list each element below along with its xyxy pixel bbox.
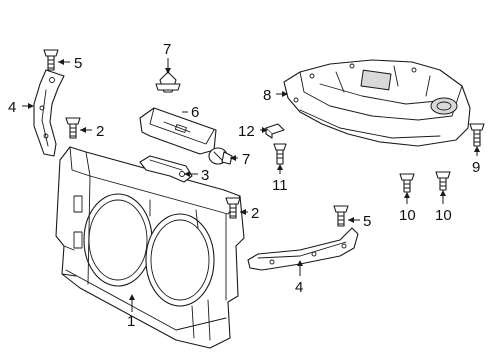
bolt-2-middle (225, 197, 241, 219)
callout-10-left: 10 (399, 207, 416, 224)
callout-2-middle: 2 (251, 205, 259, 222)
callout-labels: 5 4 2 7 6 3 7 2 1 8 12 11 9 10 10 5 4 (8, 41, 480, 330)
clip-7-upper (155, 71, 181, 93)
callout-4-lower: 4 (295, 279, 303, 296)
callout-5-upper: 5 (74, 55, 82, 72)
bolt-10-right (435, 171, 451, 191)
leader-lines (22, 58, 480, 312)
callout-2-left: 2 (96, 123, 104, 140)
bolt-5-lower (333, 205, 349, 227)
callout-3: 3 (201, 167, 209, 184)
callout-1: 1 (127, 313, 135, 330)
bolt-9 (469, 123, 485, 147)
callout-10-right: 10 (435, 207, 452, 224)
callout-4-left: 4 (8, 99, 16, 116)
callout-5-lower: 5 (363, 213, 371, 230)
bolt-10-left (399, 173, 415, 193)
lower-bracket-4 (247, 227, 359, 271)
radiator-core-support (55, 146, 245, 349)
callout-9: 9 (472, 159, 480, 176)
splash-shield-8 (283, 59, 471, 147)
callout-6: 6 (191, 104, 199, 121)
callout-8: 8 (263, 87, 271, 104)
callout-11: 11 (272, 177, 288, 194)
bolt-2-left (65, 117, 81, 139)
side-bracket-left (33, 69, 65, 157)
callout-12: 12 (238, 123, 255, 140)
plate-bracket-6 (139, 107, 217, 155)
bolt-5-upper (43, 49, 59, 71)
callout-7-lower: 7 (242, 151, 250, 168)
clip-7-lower (208, 147, 233, 165)
callout-7-upper: 7 (163, 41, 171, 58)
bolt-11 (273, 143, 287, 165)
clip-12 (265, 123, 285, 139)
